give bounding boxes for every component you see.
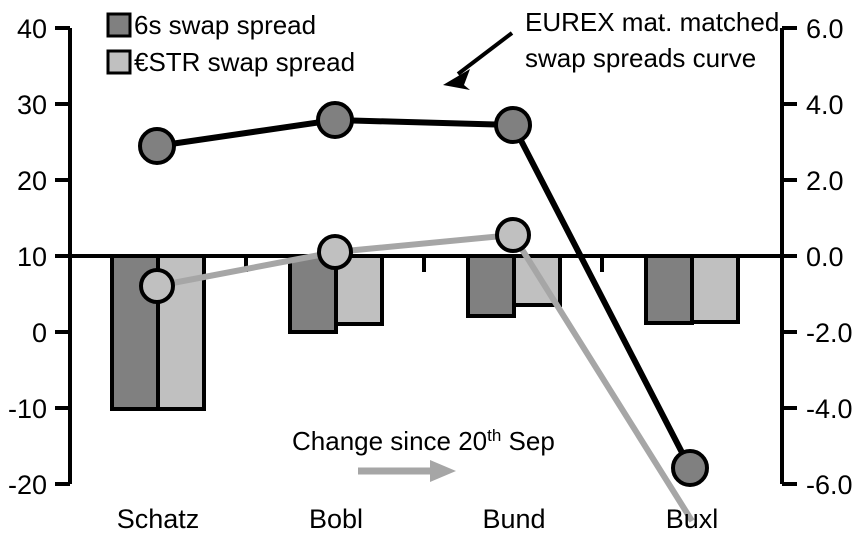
change-since-prefix: Change since 20: [292, 426, 487, 456]
legend-item-6s-swap-spread[interactable]: 6s swap spread: [106, 10, 316, 40]
change-since-annotation: Change since 20th Sep: [292, 426, 555, 482]
change-since-superscript: th: [487, 426, 501, 445]
eurex-marker-schatz[interactable]: [138, 127, 176, 165]
legend-item-estr-swap-spread[interactable]: €STR swap spread: [106, 47, 355, 77]
left-axis-tick-label: 40: [17, 14, 47, 44]
change-since-marker-bobl[interactable]: [317, 234, 353, 270]
right-axis-tick-label: 6.0: [806, 14, 844, 44]
right-axis-tick-label: -6.0: [806, 470, 852, 500]
legend-swatch-icon: [106, 49, 132, 75]
change-since-polyline[interactable]: [156, 231, 695, 523]
right-axis-tick-label: 2.0: [806, 166, 844, 196]
left-axis: 40 30 20 10 0 -10 -20: [8, 14, 72, 500]
left-axis-tick-label: 0: [32, 318, 47, 348]
bar-estr-buxl[interactable]: [690, 254, 740, 324]
bar-group-bobl: [288, 254, 384, 334]
legend-swatch-icon: [106, 12, 132, 38]
left-axis-tick-label: 30: [17, 90, 47, 120]
eurex-annotation-arrowhead-icon: [443, 69, 470, 90]
eurex-annotation-line2: swap spreads curve: [525, 43, 756, 73]
category-label-schatz: Schatz: [117, 504, 200, 534]
legend: 6s swap spread €STR swap spread: [106, 10, 355, 77]
series-change-since-line: [139, 217, 695, 523]
bar-6s-bund[interactable]: [466, 254, 516, 318]
category-label-bobl: Bobl: [309, 504, 363, 534]
category-axis-labels: Schatz Bobl Bund Buxl: [117, 504, 719, 534]
left-axis-tick-label: 10: [17, 242, 47, 272]
eurex-annotation-arrow-line: [456, 31, 514, 76]
change-since-marker-bund[interactable]: [495, 217, 531, 253]
eurex-marker-buxl[interactable]: [671, 449, 709, 487]
right-axis-tick-label: -4.0: [806, 394, 852, 424]
change-since-marker-schatz[interactable]: [139, 268, 175, 304]
left-axis-tick-label: 20: [17, 166, 47, 196]
eurex-marker-bobl[interactable]: [316, 101, 354, 139]
eurex-annotation: EUREX mat. matched swap spreads curve: [443, 7, 779, 90]
eurex-annotation-line1: EUREX mat. matched: [525, 7, 779, 37]
category-label-bund: Bund: [482, 504, 545, 534]
left-axis-tick-label: -10: [8, 394, 47, 424]
bar-group-buxl: [644, 254, 740, 325]
series-eurex-curve: [138, 101, 709, 487]
bar-6s-buxl[interactable]: [644, 254, 694, 325]
legend-label: €STR swap spread: [134, 47, 355, 77]
right-axis-tick-label: 0.0: [806, 242, 844, 272]
eurex-marker-bund[interactable]: [494, 106, 532, 144]
right-axis-tick-label: -2.0: [806, 318, 852, 348]
change-since-arrowhead-icon: [430, 460, 456, 482]
legend-label: 6s swap spread: [134, 10, 316, 40]
change-since-suffix: Sep: [501, 426, 555, 456]
category-label-buxl: Buxl: [666, 504, 719, 534]
left-axis-tick-label: -20: [8, 470, 47, 500]
right-axis-tick-label: 4.0: [806, 90, 844, 120]
change-since-text: Change since 20th Sep: [292, 426, 555, 456]
eurex-curve-polyline[interactable]: [156, 116, 693, 470]
